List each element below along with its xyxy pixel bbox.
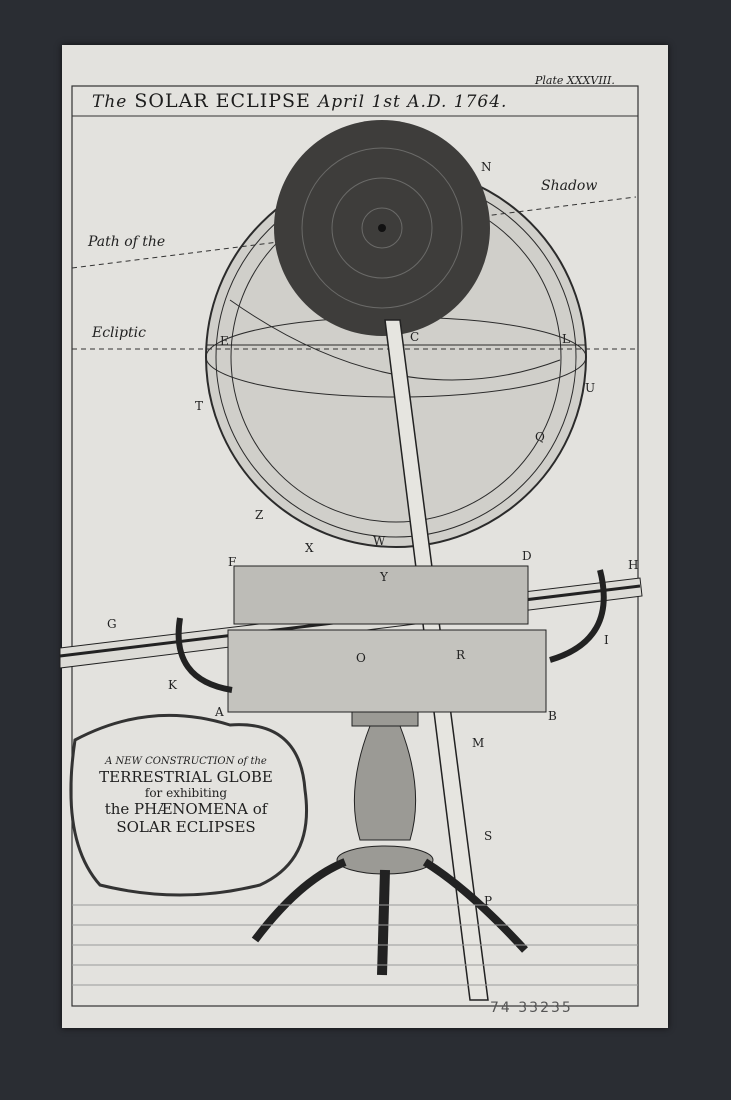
letter-k: K — [168, 678, 177, 692]
annotation-ecliptic: Ecliptic — [92, 325, 146, 341]
cartouche-frame — [69, 713, 309, 897]
page-title: The SOLAR ECLIPSE April 1st A.D. 1764. — [92, 90, 507, 112]
letter-x: X — [305, 541, 314, 555]
letter-b: B — [548, 709, 557, 723]
letter-t: T — [195, 399, 204, 413]
title-main: SOLAR ECLIPSE — [134, 90, 311, 112]
letter-y: Y — [380, 570, 388, 584]
letter-f: F — [228, 555, 237, 569]
annotation-path: Path of the — [88, 234, 166, 250]
letter-z: Z — [255, 508, 264, 522]
letter-r: R — [456, 648, 466, 662]
letter-a: A — [215, 705, 224, 719]
letter-q: Q — [535, 430, 545, 444]
plate-border — [71, 85, 639, 1007]
letter-n: N — [481, 160, 492, 174]
letter-h: H — [628, 558, 639, 572]
arc-handles — [175, 569, 607, 693]
letter-o: O — [356, 651, 366, 665]
title-date: April 1st A.D. 1764. — [317, 92, 508, 112]
plate-number: Plate XXXVIII. — [535, 74, 615, 87]
letter-p: P — [484, 894, 493, 908]
cartouche-line-1: A NEW CONSTRUCTION of the — [105, 756, 267, 767]
letter-m: M — [472, 736, 485, 750]
letter-s: S — [484, 829, 493, 843]
moon-shadow-disc — [274, 120, 490, 336]
shadow-path-line — [71, 196, 637, 269]
pedestal — [251, 711, 528, 976]
letter-g: G — [107, 617, 117, 631]
cartouche-line-5: SOLAR ECLIPSES — [116, 818, 256, 837]
letter-w: W — [373, 534, 386, 548]
title-prefix: The — [92, 92, 128, 112]
letter-i: I — [604, 633, 609, 647]
cartouche-line-3: for exhibiting — [144, 786, 228, 800]
letter-c: C — [410, 330, 420, 344]
annotation-shadow: Shadow — [541, 178, 598, 194]
letter-u: U — [585, 381, 596, 395]
letter-d: D — [522, 549, 532, 563]
box-top — [233, 565, 529, 625]
cartouche-line-2: TERRESTRIAL GLOBE — [99, 768, 273, 786]
cartouche-line-4: the PHÆNOMENA of — [104, 800, 268, 819]
handwritten-note: 74 33235 — [490, 1000, 573, 1016]
letter-e: E — [220, 334, 229, 348]
letter-l: L — [562, 332, 570, 346]
box-drum — [227, 629, 547, 713]
floor-hatching — [72, 904, 638, 986]
cartouche: A NEW CONSTRUCTION of the TERRESTRIAL GL… — [66, 756, 306, 836]
